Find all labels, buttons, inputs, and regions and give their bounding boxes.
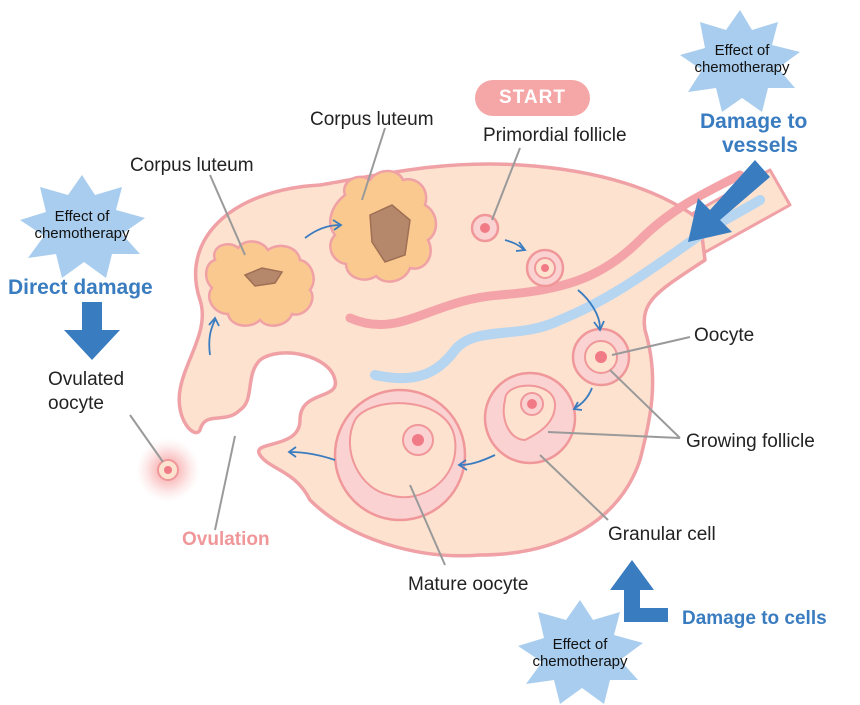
burst-left-line2: chemotherapy <box>22 225 142 242</box>
burst-bottom-line2: chemotherapy <box>520 653 640 670</box>
label-corpus-luteum-top: Corpus luteum <box>310 108 434 131</box>
primordial-follicle <box>472 215 498 241</box>
burst-top-right-text: Effect of chemotherapy <box>682 42 802 76</box>
label-ovulation: Ovulation <box>182 528 270 551</box>
mature-follicle <box>335 390 465 520</box>
label-oocyte: Oocyte <box>694 324 754 347</box>
damage-direct: Direct damage <box>8 276 153 299</box>
corpus-luteum-left <box>206 241 314 325</box>
start-badge: START <box>475 80 590 116</box>
label-ovulated-line2: oocyte <box>48 392 104 415</box>
burst-left-line1: Effect of <box>22 208 142 225</box>
burst-top-right-line1: Effect of <box>682 42 802 59</box>
damage-vessels-line1: Damage to <box>700 110 807 133</box>
label-ovulated-line1: Ovulated <box>48 368 124 391</box>
label-growing-follicle: Growing follicle <box>686 430 815 453</box>
label-mature-oocyte: Mature oocyte <box>408 573 528 596</box>
burst-left-text: Effect of chemotherapy <box>22 208 142 242</box>
arrow-direct <box>64 302 120 360</box>
growing-follicle <box>485 373 575 463</box>
burst-bottom-text: Effect of chemotherapy <box>520 636 640 670</box>
label-primordial-follicle: Primordial follicle <box>483 124 627 147</box>
burst-top-right-line2: chemotherapy <box>682 59 802 76</box>
burst-bottom-line1: Effect of <box>520 636 640 653</box>
damage-vessels-line2: vessels <box>722 134 798 157</box>
label-corpus-luteum-left: Corpus luteum <box>130 154 254 177</box>
damage-cells: Damage to cells <box>682 607 827 630</box>
corpus-luteum-top <box>330 171 436 282</box>
oocyte-follicle <box>573 329 629 385</box>
label-granular-cell: Granular cell <box>608 523 716 546</box>
early-follicle <box>527 250 563 286</box>
ovulated-oocyte <box>136 438 200 502</box>
